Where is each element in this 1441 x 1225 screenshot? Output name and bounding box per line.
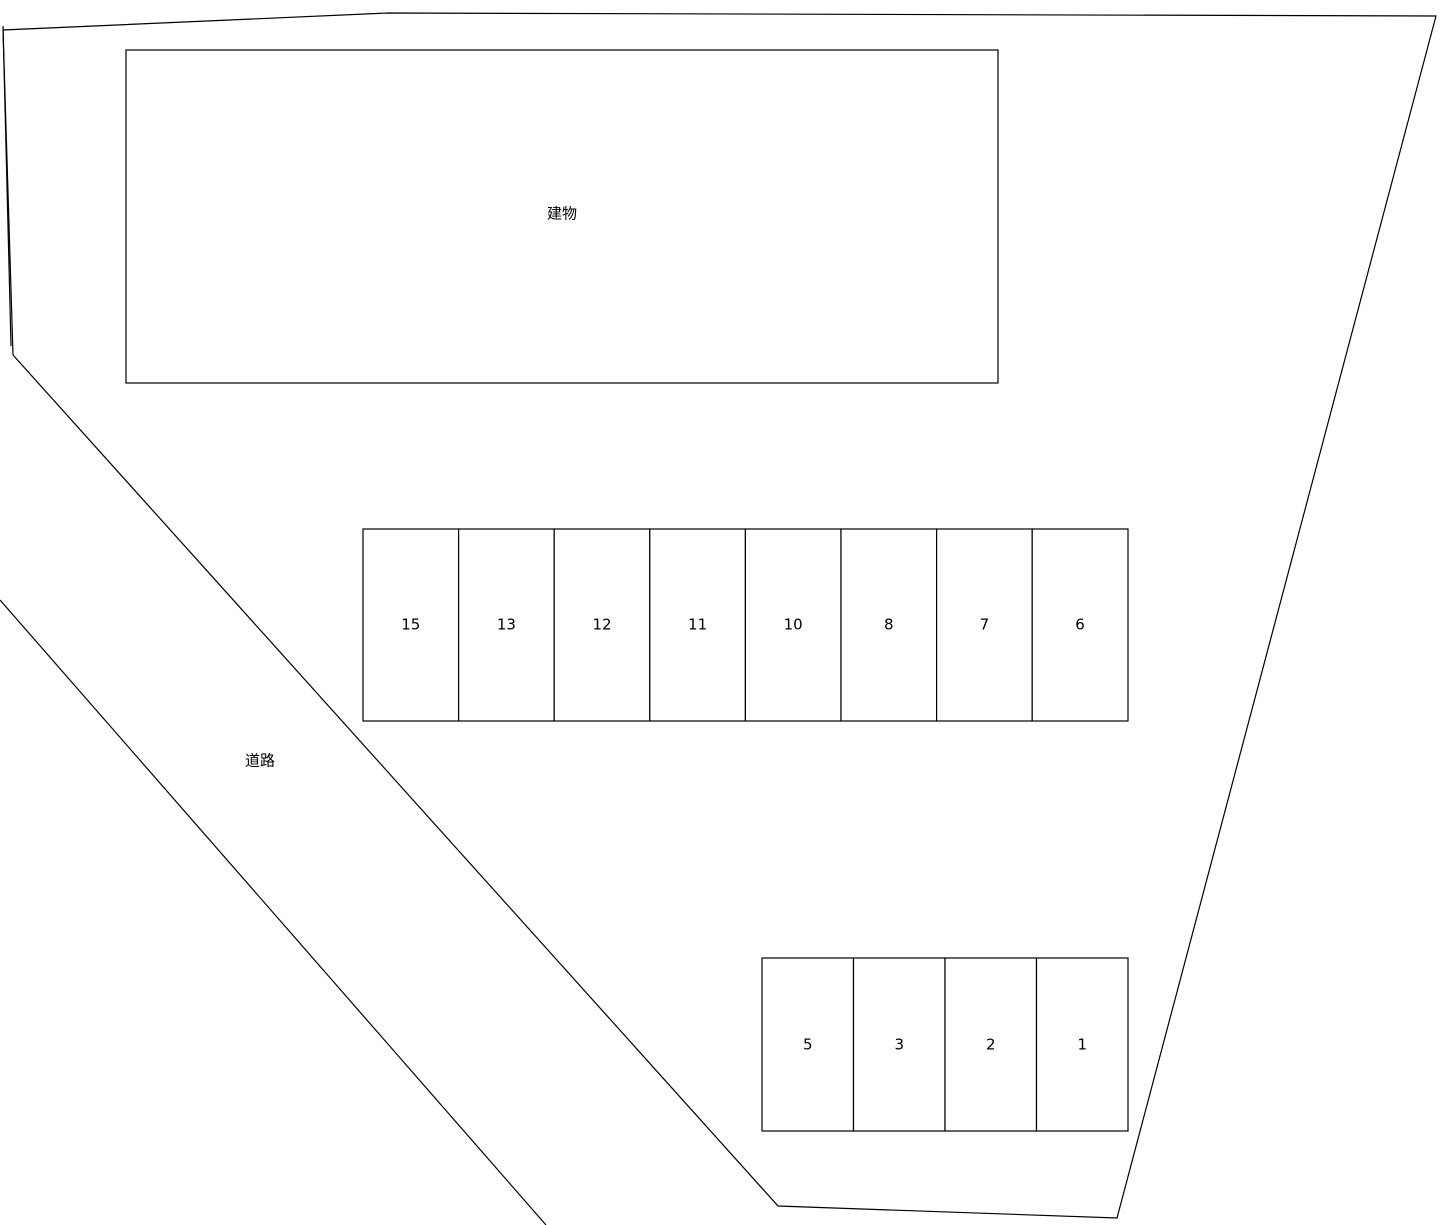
parking-space-number: 6: [1075, 616, 1085, 634]
road-edge: [0, 599, 547, 1225]
parking-space-number: 3: [894, 1036, 904, 1054]
lot-edge-left-inner: [2, 25, 12, 347]
parking-space[interactable]: [1031, 528, 1129, 722]
parking-space-number: 13: [497, 616, 516, 634]
parking-space-number: 2: [986, 1036, 996, 1054]
building: 建物: [125, 49, 999, 384]
parking-space-number: 1: [1077, 1036, 1087, 1054]
parking-space-number: 11: [688, 616, 707, 634]
lot-boundary: [2, 12, 1437, 1219]
parking-space-number: 12: [592, 616, 611, 634]
parking-space[interactable]: [840, 528, 938, 722]
parking-space[interactable]: [649, 528, 746, 722]
parking-space-number: 5: [803, 1036, 813, 1054]
parking-space[interactable]: [944, 957, 1038, 1132]
parking-space[interactable]: [761, 957, 855, 1132]
parking-space[interactable]: [1035, 957, 1129, 1132]
parking-space[interactable]: [935, 528, 1033, 722]
parking-space[interactable]: [852, 957, 946, 1132]
building-label: 建物: [547, 205, 577, 223]
parking-space-number: 7: [980, 616, 990, 634]
parking-space-number: 10: [784, 616, 803, 634]
parking-space[interactable]: [458, 528, 555, 722]
parking-space-number: 15: [401, 616, 420, 634]
parking-space[interactable]: [553, 528, 651, 722]
parking-space-number: 8: [884, 616, 894, 634]
parking-space[interactable]: [744, 528, 842, 722]
building-outline: [125, 49, 999, 384]
road: 道路: [0, 599, 547, 1225]
parking-row-upper: 15 13 12 11 10 8 7 6: [362, 528, 1129, 722]
road-label: 道路: [245, 752, 275, 770]
parking-row-lower: 5 3 2 1: [761, 957, 1129, 1132]
